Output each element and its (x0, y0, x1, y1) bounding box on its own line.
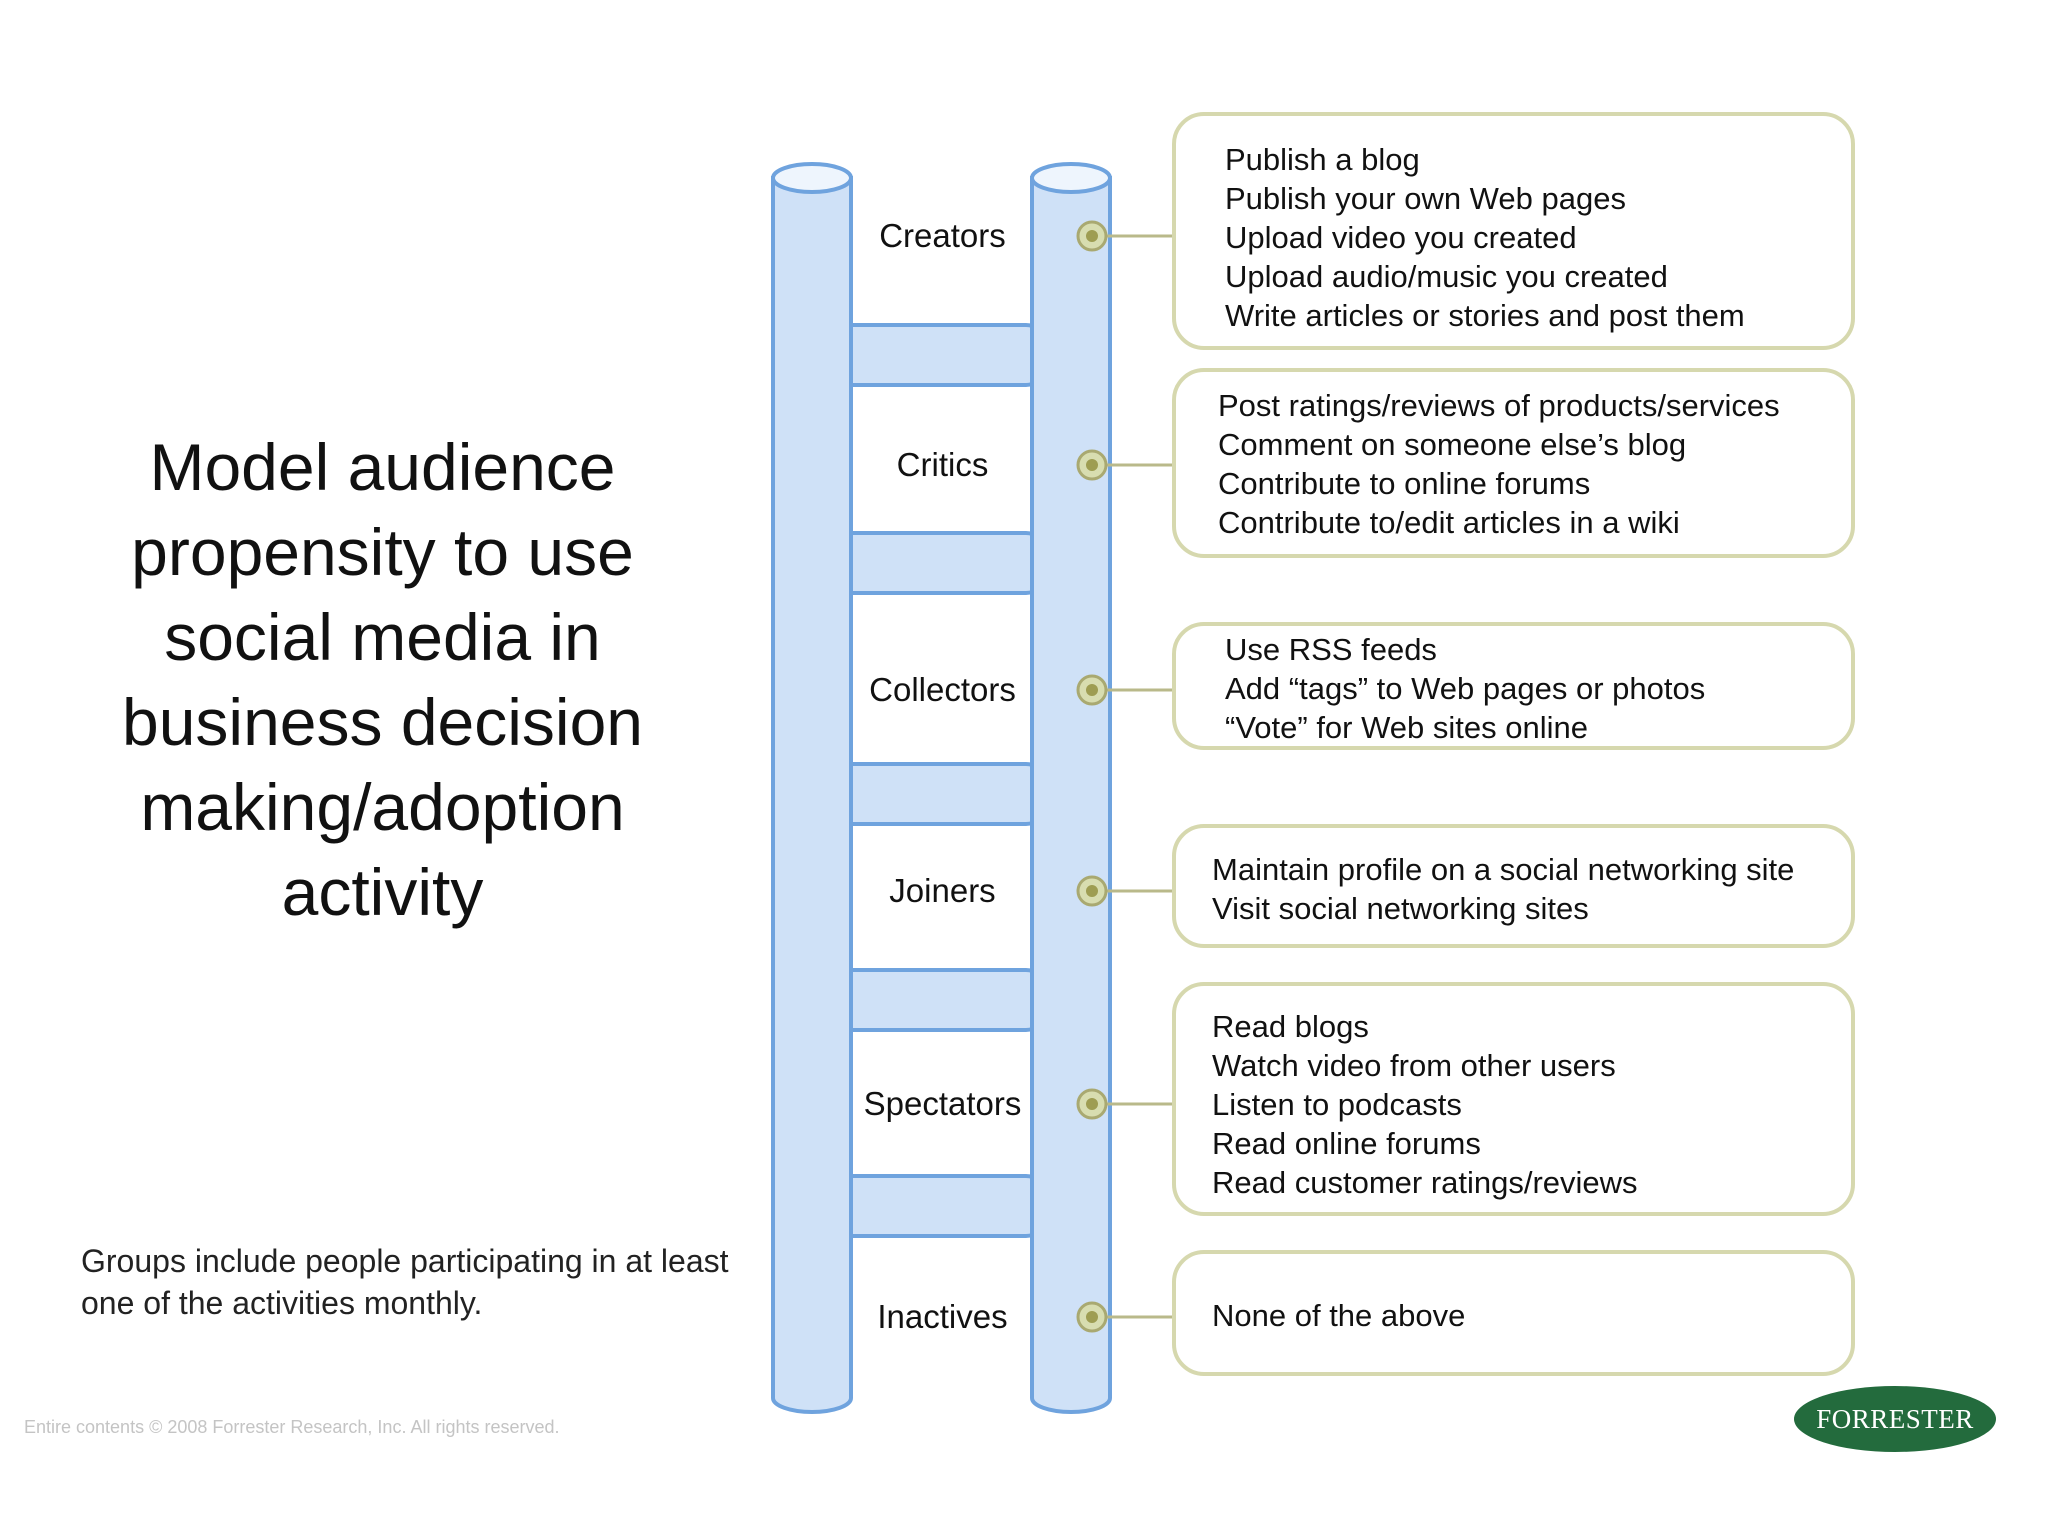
activity-item: Read blogs (1212, 1009, 1369, 1044)
activity-item: Read customer ratings/reviews (1212, 1165, 1638, 1200)
activity-item: Add “tags” to Web pages or photos (1225, 671, 1706, 706)
activity-item: Contribute to/edit articles in a wiki (1218, 505, 1680, 540)
activity-list-critics: Post ratings/reviews of products/service… (1218, 386, 1780, 542)
activity-box-inactives (1172, 1250, 1855, 1376)
activity-item: Upload audio/music you created (1225, 259, 1668, 294)
activity-item: None of the above (1212, 1298, 1466, 1333)
activity-item: Maintain profile on a social networking … (1212, 852, 1795, 887)
activity-item: Post ratings/reviews of products/service… (1218, 388, 1780, 423)
level-label-joiners: Joiners (889, 872, 996, 909)
title-line-4: business decision (122, 685, 643, 759)
activity-item: Write articles or stories and post them (1225, 298, 1745, 333)
connector-2 (1076, 449, 1174, 481)
activity-item: “Vote” for Web sites online (1225, 710, 1588, 745)
activity-item: Read online forums (1212, 1126, 1481, 1161)
activity-item: Listen to podcasts (1212, 1087, 1462, 1122)
level-connectors (1076, 220, 1174, 1333)
level-label-creators: Creators (879, 217, 1006, 254)
connector-6 (1076, 1301, 1174, 1333)
title-line-1: Model audience (149, 430, 616, 504)
activity-item: Watch video from other users (1212, 1048, 1616, 1083)
left-ladder-rail (771, 162, 853, 1414)
connector-1 (1076, 220, 1174, 252)
connector-5 (1076, 1088, 1174, 1120)
ladder-rails (771, 162, 1112, 1414)
groups-footnote: Groups include people participating in a… (81, 1243, 729, 1321)
activity-box-spectators (1172, 982, 1855, 1216)
connector-4 (1076, 875, 1174, 907)
ladder-rung-1 (830, 323, 1046, 387)
activity-item: Visit social networking sites (1212, 891, 1589, 926)
connector-3 (1076, 674, 1174, 706)
activity-list-joiners: Maintain profile on a social networking … (1212, 850, 1794, 928)
activity-box-creators (1172, 112, 1855, 350)
level-label-inactives: Inactives (877, 1298, 1008, 1335)
title-line-2: propensity to use (131, 515, 634, 589)
activity-item: Publish your own Web pages (1225, 181, 1626, 216)
slide-title: Model audience propensity to use social … (60, 425, 705, 935)
ladder-rung-2 (830, 531, 1046, 595)
activity-item: Use RSS feeds (1225, 632, 1437, 667)
ladder-rung-5 (830, 1174, 1046, 1238)
activity-box-collectors (1172, 622, 1855, 750)
activity-item: Contribute to online forums (1218, 466, 1591, 501)
title-line-3: social media in (164, 600, 601, 674)
activity-list-inactives: None of the above (1212, 1296, 1465, 1335)
activity-item: Upload video you created (1225, 220, 1577, 255)
title-line-6: activity (281, 855, 484, 929)
ladder-rung-4 (830, 968, 1046, 1032)
title-line-5: making/adoption (140, 770, 625, 844)
activity-box-critics (1172, 368, 1855, 558)
activity-item: Publish a blog (1225, 142, 1420, 177)
level-label-spectators: Spectators (863, 1085, 1022, 1122)
copyright-notice: Entire contents © 2008 Forrester Researc… (24, 1417, 560, 1437)
forrester-logo: FORRESTER (1794, 1386, 1996, 1452)
level-label-collectors: Collectors (869, 671, 1016, 708)
activity-item: Comment on someone else’s blog (1218, 427, 1687, 462)
level-label-critics: Critics (896, 446, 989, 483)
ladder-rung-3 (830, 762, 1046, 826)
right-ladder-rail (1030, 162, 1112, 1414)
activity-box-joiners (1172, 824, 1855, 948)
